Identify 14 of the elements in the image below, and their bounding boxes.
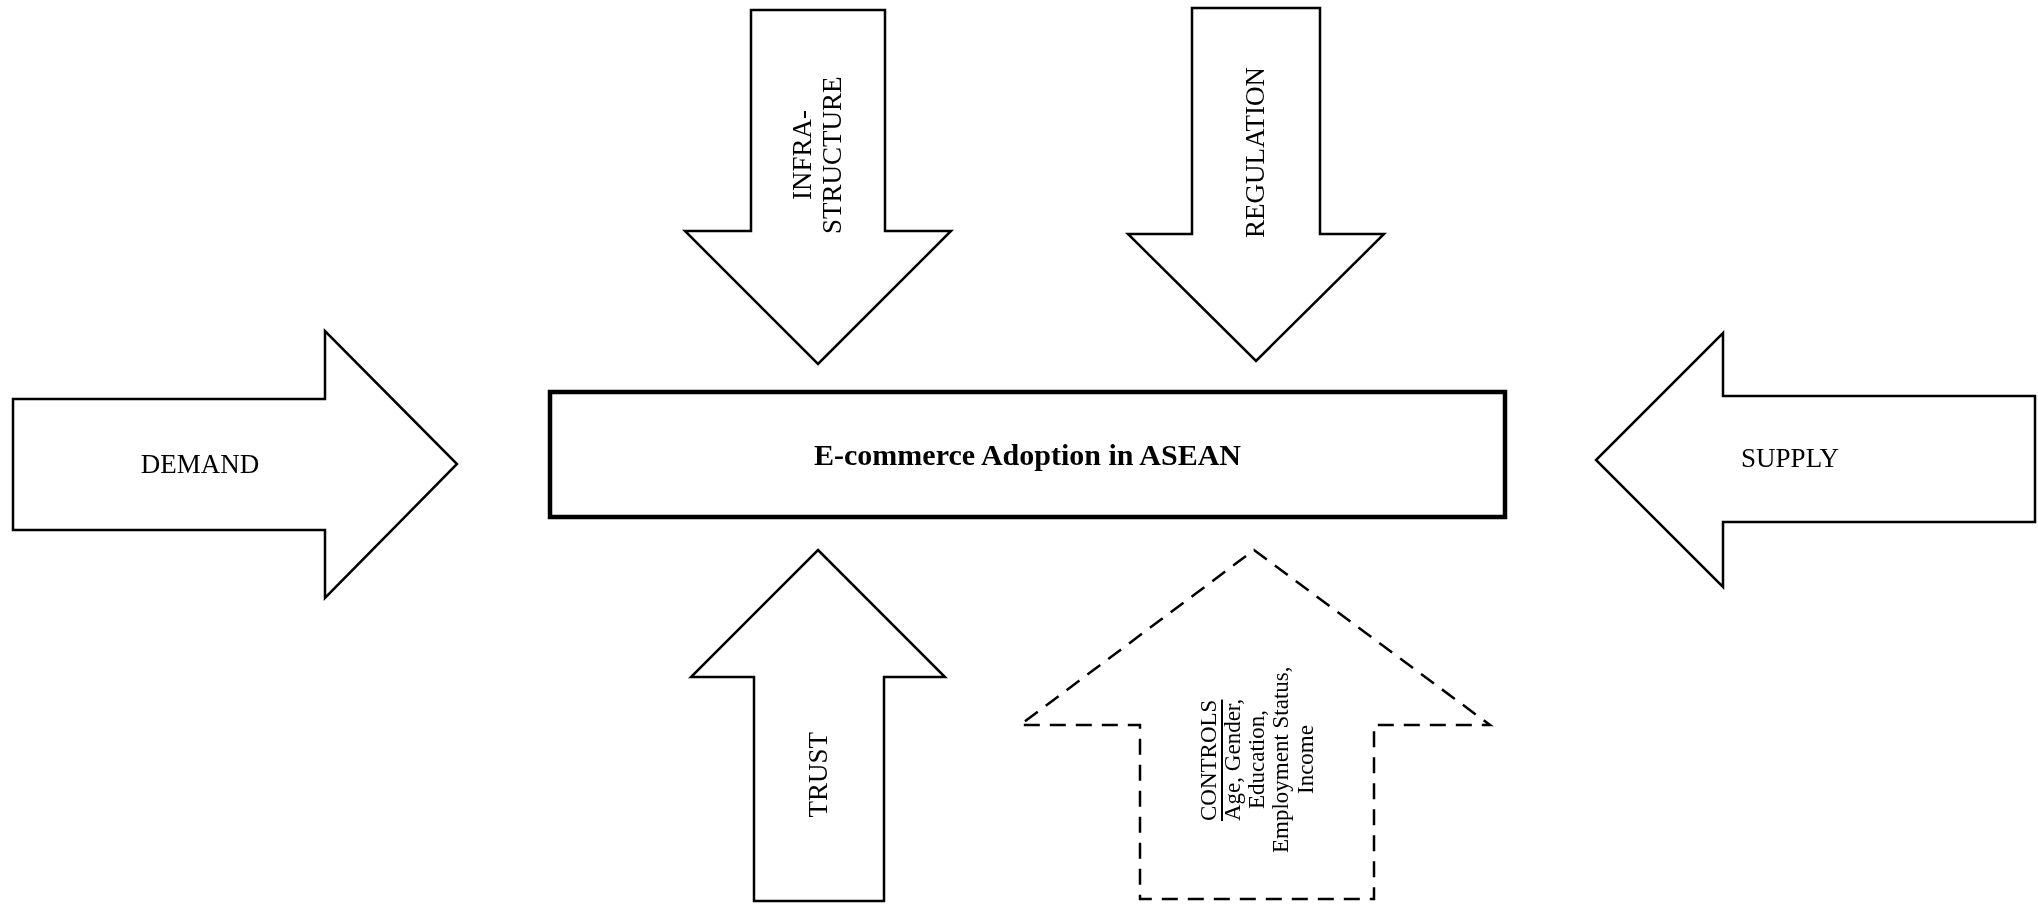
process-box (546, 388, 1509, 521)
pointer-shape (1124, 4, 1388, 365)
node-label: TRUST (804, 732, 834, 818)
pointer-shape (9, 327, 461, 602)
pointer-shape (681, 6, 955, 368)
body-text: Age, Gender, Education, Employment Status, Income (1220, 665, 1318, 856)
heading-text: CONTROLS (1196, 698, 1221, 823)
pointer-shape (1592, 329, 2038, 591)
node-label: REGULATION (1241, 67, 1271, 238)
node-label: INFRA- STRUCTURE (788, 74, 848, 236)
node-label: E-commerce Adoption in ASEAN (814, 438, 1241, 471)
node-label: DEMAND (140, 449, 260, 480)
node-label: SUPPLY (1741, 444, 1839, 474)
pointer-shape (687, 546, 949, 905)
